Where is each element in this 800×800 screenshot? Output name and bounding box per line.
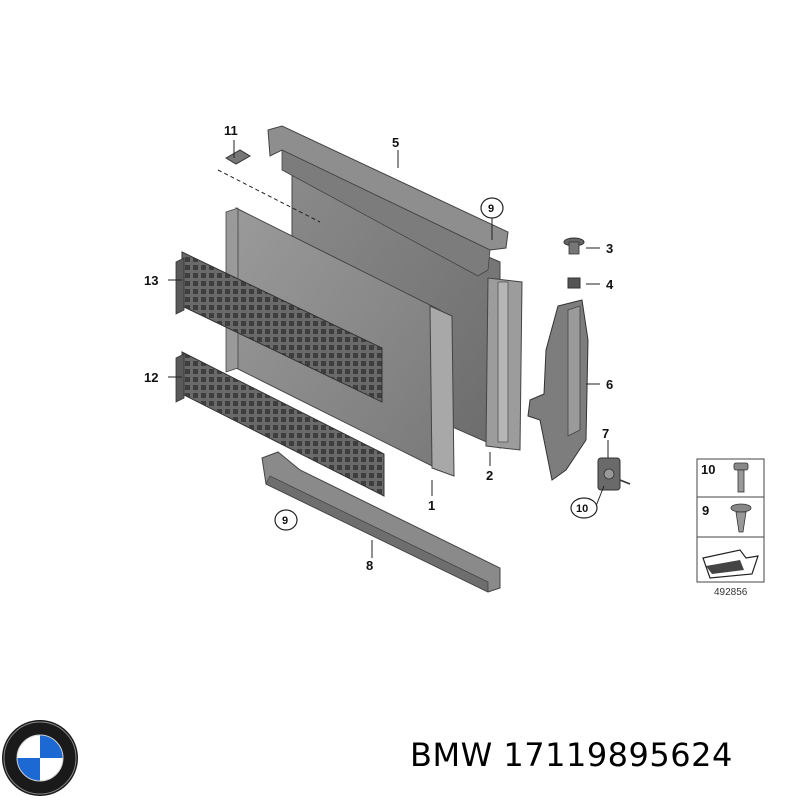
bmw-logo [2,720,78,796]
product-title: BMW 17119895624 [410,736,733,774]
grommet-part [567,277,581,289]
callout-2: 2 [486,468,493,483]
callout-4: 4 [606,277,614,292]
legend-label-10: 10 [701,462,715,477]
side-bracket [527,299,589,481]
callout-9-top: 9 [480,197,504,219]
callout-5: 5 [392,135,399,150]
leader-lines [168,140,609,558]
lower-bracket [261,451,501,593]
legend-label-9: 9 [702,503,709,518]
svg-text:9: 9 [282,515,288,527]
arrow-icon [702,549,759,579]
callout-8: 8 [366,558,373,573]
callout-3: 3 [606,241,613,256]
clip-part [225,149,251,165]
callout-9-bottom: 9 [274,509,298,531]
cap-part [563,237,585,255]
callout-11: 11 [224,123,238,138]
upper-grille [175,251,383,403]
mount-part [597,457,631,491]
callout-6: 6 [606,377,613,392]
diagram-part-number: 492856 [714,587,748,598]
svg-text:10: 10 [576,503,588,515]
callout-13: 13 [144,273,158,288]
lower-grille [175,351,385,497]
svg-text:9: 9 [488,203,494,215]
callout-7: 7 [602,426,609,441]
callout-1: 1 [428,498,435,513]
hardware-legend: 10 9 [696,458,765,583]
callout-10: 10 [570,497,598,519]
callout-12: 12 [144,370,158,385]
bolt-icon [733,462,749,493]
screw-icon [730,503,752,533]
top-air-guide [267,125,509,277]
